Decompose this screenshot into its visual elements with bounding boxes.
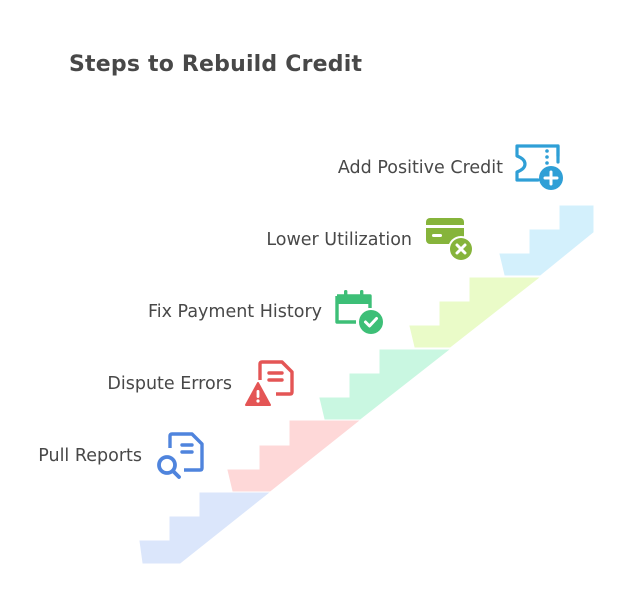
step-label-lower-utilization: Lower Utilization	[266, 230, 412, 250]
step-label-dispute-errors: Dispute Errors	[107, 374, 232, 394]
stair-segment-add-positive-credit	[499, 205, 594, 276]
stair-segment-pull-reports	[139, 492, 270, 564]
step-label-pull-reports: Pull Reports	[38, 446, 142, 466]
document-warning-icon	[244, 358, 296, 408]
stair-segment-lower-utilization	[409, 277, 540, 348]
credit-card-x-icon	[424, 214, 476, 264]
step-label-add-positive-credit: Add Positive Credit	[337, 158, 503, 178]
calendar-check-icon	[334, 286, 386, 336]
ticket-plus-icon	[514, 142, 566, 192]
stair-segment-fix-payment-history	[319, 349, 450, 420]
diagram-title: Steps to Rebuild Credit	[69, 52, 363, 77]
step-label-fix-payment-history: Fix Payment History	[147, 302, 322, 322]
stair-segment-dispute-errors	[227, 420, 360, 492]
document-search-icon	[154, 430, 206, 480]
